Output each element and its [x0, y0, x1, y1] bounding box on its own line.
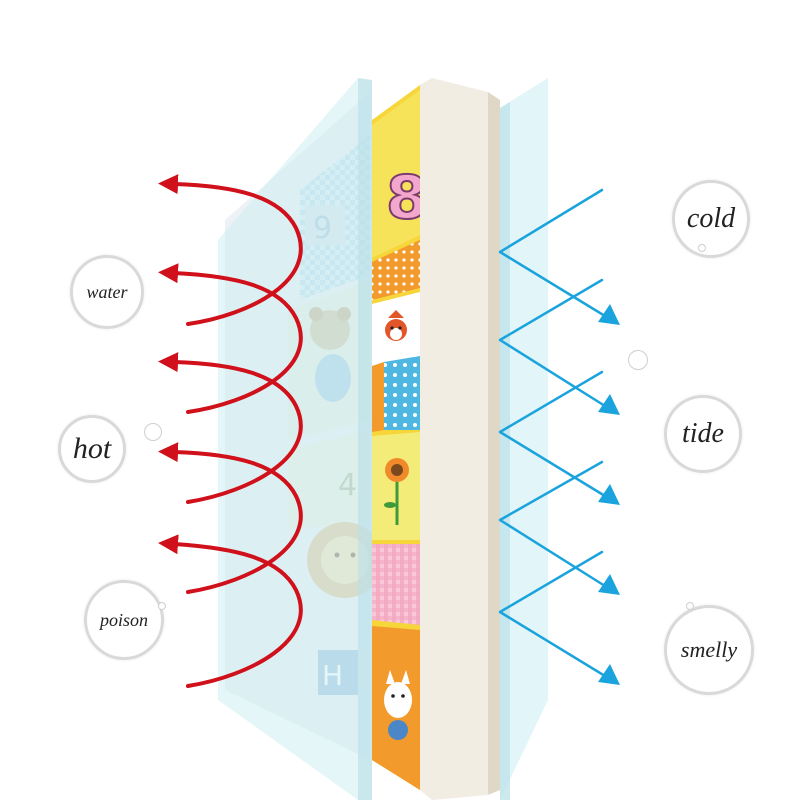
- cold-arrow-icon: [598, 484, 620, 505]
- heat-arrow-icon: [158, 263, 303, 414]
- small-bubble: [158, 602, 166, 610]
- small-bubble: [698, 244, 706, 252]
- label-poison: poison: [84, 580, 164, 660]
- label-smelly: smelly: [664, 605, 754, 695]
- cold-arrow-icon: [598, 304, 620, 325]
- label-cold: cold: [672, 180, 750, 258]
- cold-arrow-icon: [598, 574, 620, 595]
- heat-arrow-icon: [158, 174, 303, 326]
- cold-arrow-heads: [598, 304, 620, 685]
- cold-arrow-icon: [598, 664, 620, 685]
- heat-arrows: [158, 174, 303, 688]
- fox-icon: [385, 310, 407, 341]
- small-bubble: [686, 602, 694, 610]
- label-water: water: [70, 255, 144, 329]
- cold-arrows: [498, 188, 607, 678]
- heat-arrow-icon: [158, 352, 303, 504]
- heat-arrow-icon: [158, 442, 303, 594]
- small-bubble: [144, 423, 162, 441]
- foam-core: [420, 78, 488, 800]
- label-tide: tide: [664, 395, 742, 473]
- cat-icon: [384, 670, 412, 740]
- label-hot: hot: [58, 415, 126, 483]
- mat-front-face: 8: [372, 85, 429, 790]
- left-glass-panel: [218, 78, 358, 800]
- small-bubble: [628, 350, 648, 370]
- flower-icon: [384, 458, 409, 525]
- heat-arrow-icon: [158, 534, 303, 688]
- cold-arrow-icon: [598, 394, 620, 415]
